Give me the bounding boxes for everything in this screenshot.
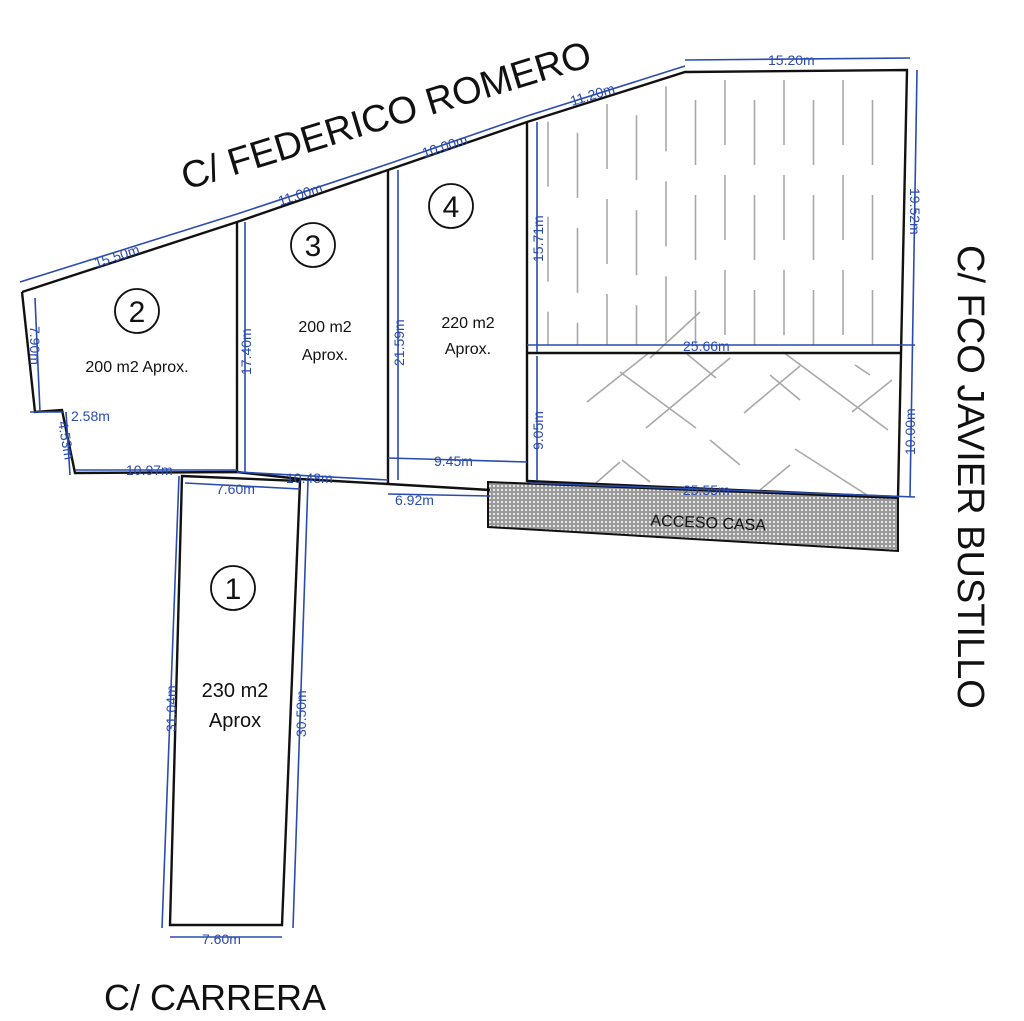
dim-lot1-right: 30.50m — [293, 690, 309, 737]
access-label: ACCESO CASA — [650, 512, 767, 534]
dim-lot2-3-divider: 17.40m — [238, 328, 254, 375]
dim-inner-upper: 15.71m — [530, 215, 546, 262]
dim-lot2-bottom: 10.97m — [126, 462, 173, 478]
dim-lot1-left: 31.04m — [163, 685, 179, 732]
dim-top-lot3: 11.00m — [276, 180, 324, 209]
dim-lot4-bottom: 9.45m — [434, 453, 473, 469]
lot-2-area: 200 m2 Aprox. — [85, 359, 188, 376]
dim-lot2-left-lower: 4.53m — [55, 420, 78, 461]
lot-1-number: 1 — [225, 573, 242, 606]
dim-lot2-left: 7.90m — [27, 326, 43, 365]
street-east: C/ FCO JAVIER BUSTILLO — [949, 245, 991, 709]
dim-lot1-bottom: 7.60m — [202, 931, 241, 947]
dim-lot2-step: 2.58m — [71, 408, 110, 424]
lot-3-area-note: Aprox. — [302, 347, 348, 364]
garden-hatching — [547, 80, 874, 345]
lot-markers — [114, 183, 474, 611]
street-north: C/ FEDERICO ROMERO — [176, 34, 596, 199]
lot-2-number: 2 — [129, 296, 146, 329]
dim-top-lot2: 15.50m — [92, 241, 141, 271]
house-access-area — [487, 480, 899, 553]
dim-top-a: 11.20m — [568, 80, 616, 109]
street-south: C/ CARRERA — [104, 977, 326, 1018]
paving-hatching — [586, 311, 893, 498]
dim-lot1-top: 7.60m — [216, 481, 255, 497]
dim-bottom-house: 25.55m — [683, 482, 730, 498]
dim-right-lower: 10.00m — [902, 408, 918, 455]
lot-3-number: 3 — [305, 230, 322, 263]
dim-top-lot4: 10.00m — [420, 131, 469, 161]
lot-4-number: 4 — [443, 191, 460, 224]
lot-1-area-note: Aprox — [209, 710, 261, 732]
lot-4-area: 220 m2 — [441, 315, 494, 332]
dim-right-upper: 19.52m — [907, 188, 923, 235]
dim-top-b: 15.20m — [768, 52, 815, 68]
dim-lot3-4-divider: 21.59m — [391, 319, 407, 366]
lot-1-area: 230 m2 — [202, 680, 269, 702]
lot-3-area: 200 m2 — [298, 319, 351, 336]
lot-4-area-note: Aprox. — [445, 341, 491, 358]
dim-inner-lower: 9.05m — [530, 411, 546, 450]
dimension-lines — [19, 57, 918, 938]
dim-mid-horizontal: 25.66m — [683, 338, 730, 354]
dim-lot4-bottom-lower: 6.92m — [395, 492, 434, 508]
dim-lot3-bottom: 10.48m — [286, 470, 333, 486]
